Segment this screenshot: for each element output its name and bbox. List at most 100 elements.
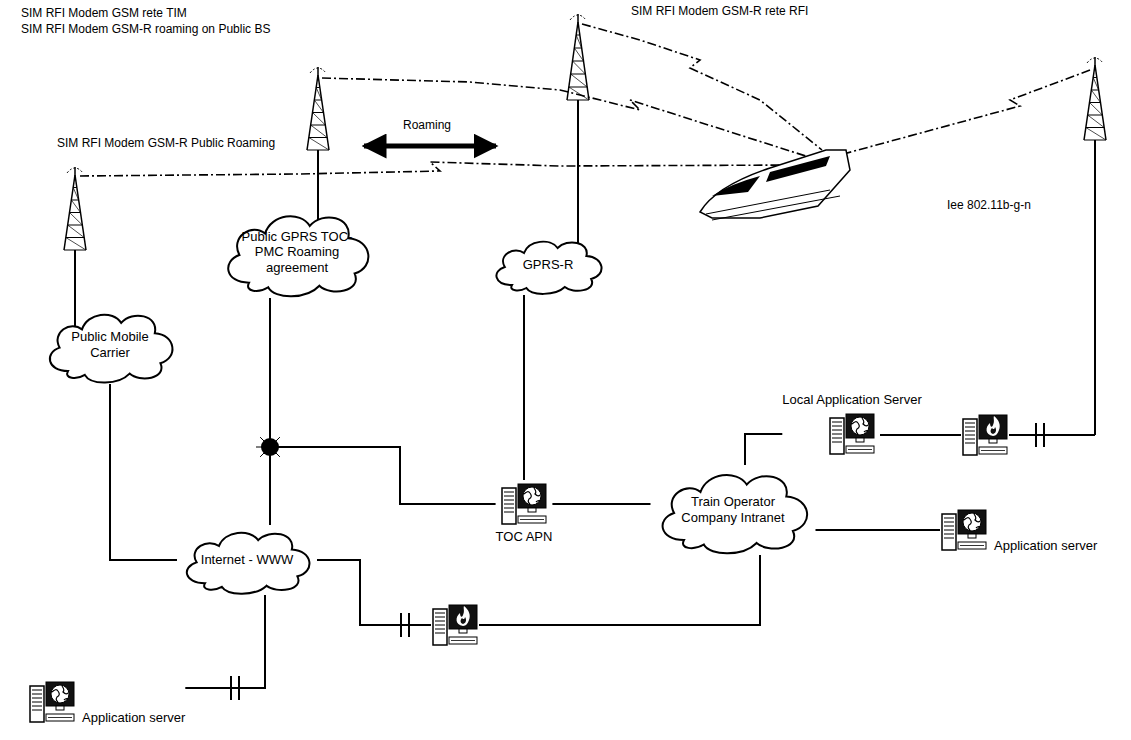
- train-stripe: [706, 190, 830, 214]
- tower-rung: [569, 87, 587, 88]
- network-cloud: Internet - WWW: [177, 525, 317, 595]
- monitor: [449, 605, 477, 629]
- wire-line: [1094, 140, 1096, 435]
- server-slot: [504, 508, 514, 509]
- tower-feed: [317, 150, 319, 228]
- annotation-label: SIM RFI Modem GSM-R Public Roaming: [56, 136, 276, 150]
- keyboard-keys: [981, 450, 1005, 451]
- globe-land: [964, 514, 980, 530]
- server-node: Application server: [940, 506, 1097, 554]
- tower-rung: [70, 212, 81, 213]
- server-slot: [832, 421, 842, 422]
- globe: [523, 487, 541, 505]
- server-slot: [965, 431, 975, 432]
- server-slot: [944, 522, 954, 523]
- network-link: [317, 555, 760, 625]
- tower-signal: [1087, 58, 1103, 63]
- keyboard: [958, 542, 986, 549]
- tower-brace: [573, 61, 586, 74]
- tower-signal: [67, 168, 83, 173]
- server-slot: [435, 613, 445, 614]
- tower-brace: [1088, 115, 1105, 128]
- tower-signal: [570, 15, 586, 20]
- tower-rung: [1086, 127, 1104, 128]
- server-node: TOC APN: [496, 480, 553, 545]
- tower-brace: [68, 225, 85, 238]
- server-icon: [828, 410, 876, 458]
- cloud-shape: [50, 315, 173, 383]
- flame: [987, 416, 1000, 436]
- tower-brace: [70, 213, 83, 226]
- network-link: [552, 503, 650, 505]
- icon-ground: [28, 678, 76, 726]
- server-slot: [944, 530, 954, 531]
- annotation-label: SIM RFI Modem GSM rete TIM: [20, 6, 188, 20]
- server-slot: [832, 441, 842, 442]
- cloud-label: Train Operator Company Intranet: [674, 494, 793, 525]
- keyboard: [449, 637, 477, 644]
- server-slot: [832, 429, 842, 430]
- server-slot: [832, 437, 842, 438]
- icon-ground: [431, 601, 479, 649]
- server-icon: [28, 678, 76, 726]
- network-link: [110, 384, 177, 560]
- interface-bar: [408, 613, 410, 637]
- network-link: [745, 434, 782, 465]
- server-slot: [435, 621, 445, 622]
- server-case: [502, 488, 516, 524]
- server-slot: [944, 538, 954, 539]
- cloud-shape: [496, 242, 601, 294]
- tower-brace: [71, 200, 80, 213]
- keyboard-keys: [848, 449, 872, 450]
- keyboard: [846, 446, 874, 453]
- tower-rung: [71, 200, 78, 201]
- server-slot: [965, 439, 975, 440]
- network-link: [270, 298, 496, 504]
- tower-rung: [311, 125, 326, 126]
- server-label: Application server: [994, 539, 1097, 554]
- keyboard-keys: [48, 717, 72, 718]
- interface-bar: [400, 613, 402, 637]
- wireless-link: [836, 70, 1090, 156]
- globe-land: [852, 418, 868, 434]
- firewall-icon: [431, 601, 479, 649]
- server-slot: [944, 518, 954, 519]
- server-slot: [32, 702, 42, 703]
- server-case: [963, 419, 977, 455]
- server-case: [942, 514, 956, 550]
- tower-brace: [576, 35, 582, 48]
- server-slot: [965, 443, 975, 444]
- tower-rung: [576, 35, 580, 36]
- server-case: [433, 609, 447, 645]
- monitor-stand: [989, 439, 997, 443]
- wireless-link: [80, 162, 800, 176]
- interface-bar: [230, 676, 232, 700]
- tower-brace: [1091, 90, 1100, 103]
- train-window: [766, 156, 830, 182]
- cloud-shape: [662, 475, 807, 553]
- wire-line: [1009, 434, 1095, 436]
- keyboard: [979, 447, 1007, 454]
- server-slot: [965, 435, 975, 436]
- server-slot: [32, 690, 42, 691]
- keyboard-keys: [451, 640, 475, 641]
- keyboard: [518, 516, 546, 523]
- tower-brace: [311, 125, 328, 138]
- tower-brace: [571, 74, 588, 87]
- server-slot: [435, 633, 445, 634]
- tower-brace: [314, 100, 323, 113]
- monitor: [846, 414, 874, 438]
- tower-rung: [1090, 102, 1101, 103]
- wireless-link: [582, 24, 822, 150]
- server-slot: [504, 504, 514, 505]
- server-slot: [832, 433, 842, 434]
- server-icon: [500, 480, 548, 528]
- server-slot: [504, 496, 514, 497]
- server-node: Local Application Server: [782, 393, 921, 458]
- monitor-stand: [528, 508, 536, 512]
- monitor: [958, 510, 986, 534]
- tower-rung: [573, 61, 584, 62]
- keyboard-keys: [960, 545, 984, 546]
- globe-land: [524, 488, 540, 504]
